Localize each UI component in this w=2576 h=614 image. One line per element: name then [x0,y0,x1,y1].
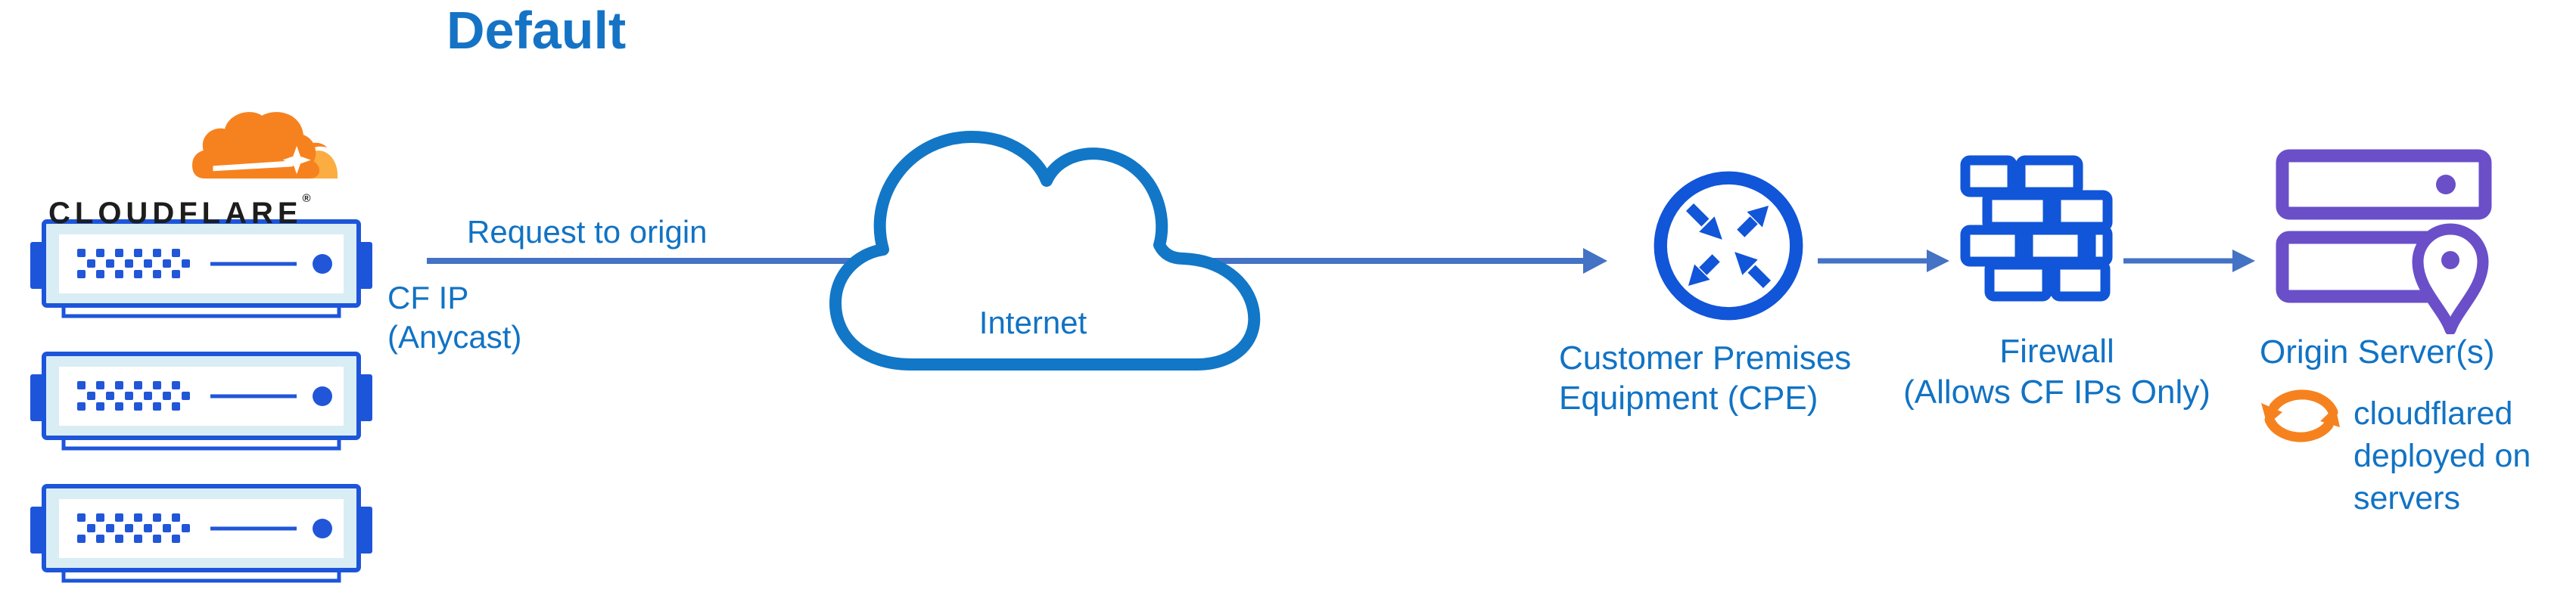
cloudflare-server-icon [30,352,372,451]
origin-servers-icon [2276,149,2492,334]
cf-ip-anycast-label: (Anycast) [387,319,522,355]
firewall-label-line2: (Allows CF IPs Only) [1903,374,2210,411]
origin-servers-label: Origin Server(s) [2260,333,2495,371]
internet-cloud-icon [829,131,1261,371]
cpe-label-line2: Equipment (CPE) [1559,380,1818,417]
internet-label: Internet [978,305,1087,340]
cpe-to-firewall-arrowhead-icon [1927,250,1949,272]
cloudflared-note: cloudflared deployed on servers [2354,395,2531,516]
request-to-origin-label: Request to origin [467,214,708,250]
diagram-title: Default [446,1,627,60]
cloudflare-server-icon [30,219,372,318]
cloudflare-server-icon [30,484,372,583]
cloudflare-logo-icon [192,112,338,179]
firewall-to-origin-arrowhead-icon [2232,250,2255,272]
cf-ip-label: CF IP(Anycast) [387,280,522,355]
request-arrowhead-icon [1583,248,1607,274]
firewall-icon [1960,155,2113,302]
sync-icon [2261,389,2340,442]
firewall-label: Firewall(Allows CF IPs Only) [1903,333,2210,411]
cpe-icon [1654,171,1803,321]
registered-mark: ® [302,192,311,205]
cloudflare-wordmark: CLOUDFLARE® [48,192,311,230]
